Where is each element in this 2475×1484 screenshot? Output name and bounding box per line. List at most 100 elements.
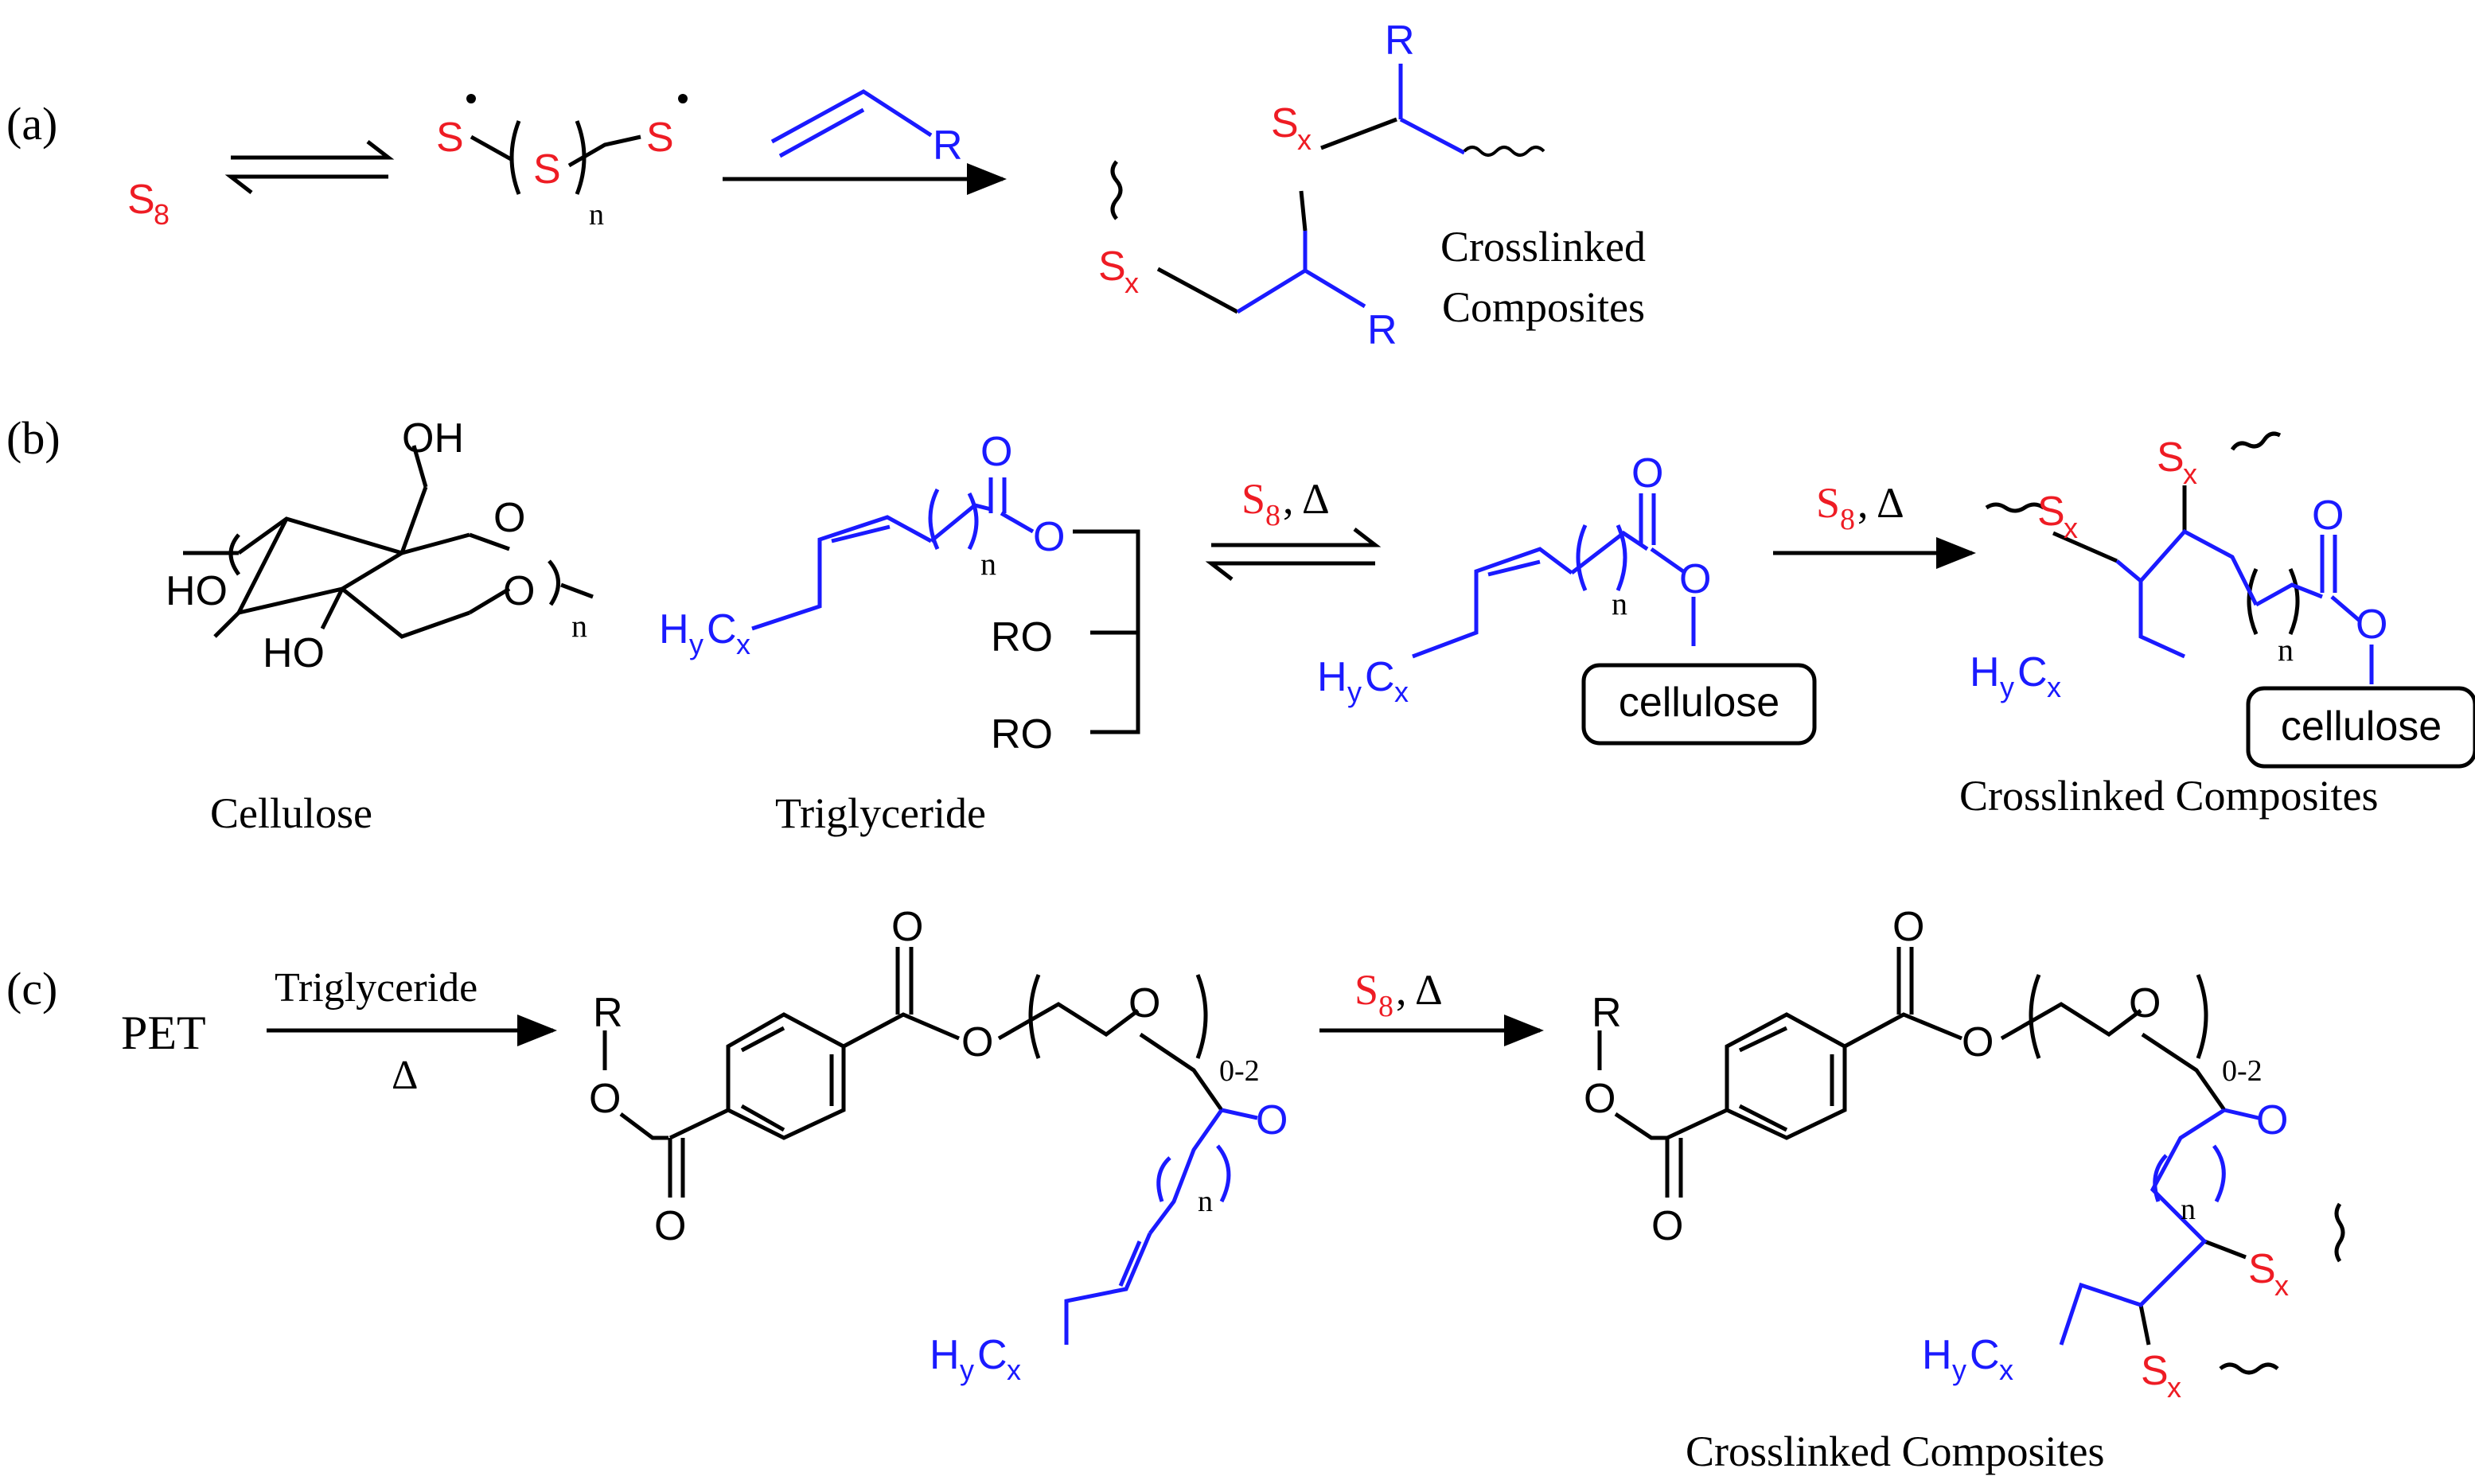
product-a-caption-2: Composites bbox=[1442, 283, 1645, 331]
svg-text:O: O bbox=[1033, 514, 1065, 560]
svg-text:O: O bbox=[980, 429, 1012, 475]
svg-text:O: O bbox=[1962, 1019, 1994, 1065]
product-b-caption: Crosslinked Composites bbox=[1959, 772, 2379, 820]
radical-dot bbox=[466, 94, 476, 103]
pet-intermediate: R O O O O O O 0-2 n H y C x bbox=[589, 904, 1288, 1386]
svg-text:H: H bbox=[659, 606, 689, 652]
svg-text:x: x bbox=[1394, 676, 1409, 708]
svg-text:x: x bbox=[1297, 123, 1312, 156]
cellulose-caption: Cellulose bbox=[210, 789, 372, 837]
svg-text:HO: HO bbox=[263, 630, 325, 676]
svg-text:x: x bbox=[2167, 1371, 2181, 1404]
condition-2-b: S 8 , Δ bbox=[1816, 479, 1904, 536]
product-a-caption-1: Crosslinked bbox=[1440, 223, 1646, 271]
svg-text:S: S bbox=[1241, 475, 1265, 523]
svg-text:O: O bbox=[891, 904, 923, 950]
equilibrium-arrows-b bbox=[1205, 528, 1382, 581]
svg-text:S: S bbox=[1816, 479, 1840, 527]
svg-text:y: y bbox=[2000, 671, 2014, 703]
svg-text:R: R bbox=[593, 990, 623, 1036]
svg-text:O: O bbox=[961, 1019, 993, 1065]
cellulose-structure: OH O O HO HO n bbox=[166, 415, 594, 676]
svg-text:R: R bbox=[1592, 990, 1622, 1036]
svg-text:O: O bbox=[1679, 556, 1711, 602]
svg-text:C: C bbox=[977, 1332, 1008, 1378]
svg-text:, Δ: , Δ bbox=[1857, 479, 1904, 527]
svg-text:H: H bbox=[1970, 649, 2000, 695]
pet-reactant: PET bbox=[121, 1007, 206, 1059]
svg-text:0-2: 0-2 bbox=[1219, 1054, 1260, 1088]
panel-b: (b) OH O O HO HO n Cellulose bbox=[6, 412, 2475, 837]
svg-text:OH: OH bbox=[402, 415, 464, 462]
svg-text:S: S bbox=[1098, 243, 1126, 290]
condition-1-c-top: Triglyceride bbox=[275, 965, 477, 1011]
crosslinked-product-b: cellulose S x S x O O n H y C x bbox=[1970, 431, 2475, 769]
crosslinked-product-c: R O O O O O O 0-2 n S x S x H y C x bbox=[1584, 904, 2345, 1404]
svg-text:RO: RO bbox=[991, 711, 1053, 758]
cellulose-box-mid bbox=[1581, 663, 1817, 746]
svg-text:S: S bbox=[2157, 434, 2185, 481]
svg-text:8: 8 bbox=[1840, 503, 1855, 536]
svg-text:n: n bbox=[1198, 1185, 1213, 1218]
svg-text:R: R bbox=[1367, 307, 1397, 353]
svg-text:S: S bbox=[436, 115, 464, 161]
svg-text:C: C bbox=[1970, 1332, 2000, 1378]
svg-text:O: O bbox=[1256, 1097, 1288, 1143]
svg-text:S: S bbox=[646, 115, 674, 161]
svg-text:x: x bbox=[1999, 1354, 2013, 1386]
svg-text:O: O bbox=[1651, 1203, 1683, 1249]
svg-text:C: C bbox=[707, 606, 737, 652]
svg-text:x: x bbox=[2274, 1269, 2289, 1302]
svg-text:O: O bbox=[654, 1203, 686, 1249]
cellulose-box-product bbox=[2246, 686, 2475, 769]
svg-text:C: C bbox=[1365, 654, 1395, 700]
svg-text:O: O bbox=[2256, 1097, 2288, 1143]
svg-text:R: R bbox=[933, 123, 963, 169]
svg-text:S: S bbox=[2248, 1246, 2276, 1292]
svg-text:R: R bbox=[1385, 18, 1415, 64]
svg-text:n: n bbox=[589, 198, 604, 232]
svg-text:O: O bbox=[2312, 493, 2344, 539]
svg-text:O: O bbox=[2129, 980, 2161, 1026]
svg-text:y: y bbox=[1952, 1354, 1966, 1386]
svg-text:x: x bbox=[2183, 458, 2197, 490]
svg-text:n: n bbox=[2278, 632, 2294, 668]
svg-text:S: S bbox=[2037, 489, 2065, 535]
svg-text:8: 8 bbox=[154, 198, 170, 231]
svg-text:n: n bbox=[1612, 586, 1627, 621]
svg-text:x: x bbox=[2064, 512, 2078, 544]
equilibrium-arrows bbox=[224, 140, 395, 194]
condition-1-b: S 8 , Δ bbox=[1241, 475, 1330, 532]
svg-text:S: S bbox=[1271, 100, 1299, 146]
svg-text:S: S bbox=[2141, 1348, 2169, 1394]
svg-text:S: S bbox=[533, 146, 561, 193]
svg-text:x: x bbox=[2047, 671, 2061, 703]
svg-text:O: O bbox=[1631, 450, 1663, 497]
svg-text:RO: RO bbox=[991, 614, 1053, 660]
svg-text:O: O bbox=[493, 495, 525, 541]
svg-text:x: x bbox=[736, 628, 750, 660]
panel-c-label: (c) bbox=[6, 963, 57, 1015]
triglyceride-caption: Triglyceride bbox=[775, 789, 986, 837]
product-c-caption: Crosslinked Composites bbox=[1686, 1428, 2105, 1475]
panel-b-label: (b) bbox=[6, 412, 60, 464]
condition-2-c: S 8 , Δ bbox=[1354, 966, 1443, 1023]
svg-text:cellulose: cellulose bbox=[2281, 703, 2442, 750]
cellulose-ester-intermediate: cellulose O O n H y C x bbox=[1317, 450, 1817, 746]
svg-text:O: O bbox=[1892, 904, 1924, 950]
radical-dot bbox=[678, 94, 688, 103]
svg-text:n: n bbox=[2181, 1193, 2196, 1226]
svg-text:0-2: 0-2 bbox=[2222, 1054, 2263, 1088]
svg-text:y: y bbox=[1347, 676, 1362, 708]
condition-1-c-bottom: Δ bbox=[392, 1053, 418, 1098]
s8-reactant: S 8 bbox=[127, 177, 170, 231]
svg-text:y: y bbox=[960, 1354, 974, 1386]
svg-text:C: C bbox=[2017, 649, 2048, 695]
svg-text:n: n bbox=[980, 546, 996, 582]
svg-text:O: O bbox=[1584, 1076, 1616, 1122]
svg-text:O: O bbox=[589, 1076, 621, 1122]
svg-text:HO: HO bbox=[166, 568, 228, 614]
crosslinked-product-a: S x S x R R bbox=[1098, 18, 1545, 353]
